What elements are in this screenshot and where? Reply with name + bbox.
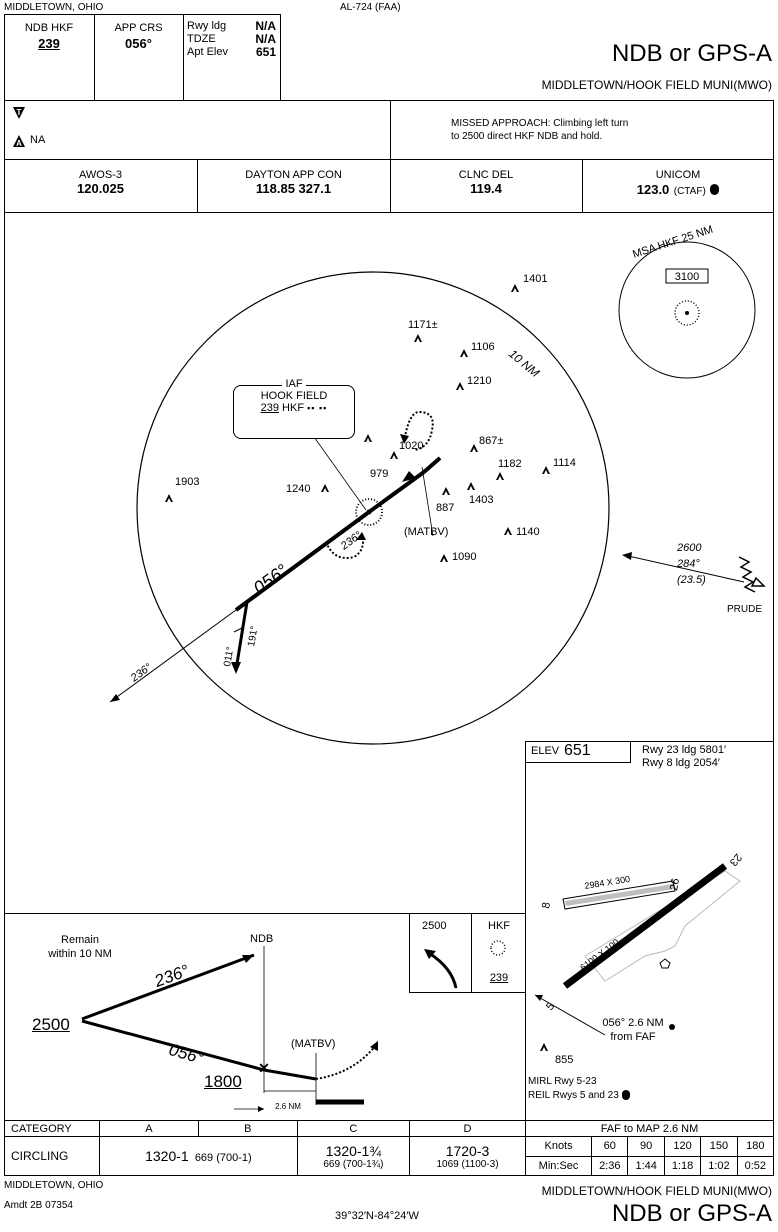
app-crs: 056°: [125, 36, 152, 51]
footer-city: MIDDLETOWN, OHIO: [4, 1180, 104, 1191]
footer-airport: MIDDLETOWN/HOOK FIELD MUNI(MWO): [541, 1184, 772, 1198]
chart-id: AL-724 (FAA): [340, 2, 401, 13]
comm-unicom: UNICOM 123.0 (CTAF): [582, 169, 774, 199]
profile-graphic: ✕: [81, 940, 506, 1112]
matbv-label: (MATBV): [404, 526, 448, 538]
airport-sketch: [525, 741, 774, 1121]
faf-altitude: 1800: [204, 1072, 242, 1091]
obstacle-label: 1090: [452, 551, 476, 563]
obstacle-label: 1403: [469, 494, 493, 506]
obstacle-labels: 1401 1171± 1106 1210 1020 867± 1182 1114…: [175, 273, 576, 563]
ndb-icon: [355, 498, 383, 526]
rwy23-label: 23: [727, 851, 744, 868]
svg-text:T: T: [17, 108, 22, 117]
obstacle-label: 979: [370, 468, 388, 480]
hold-box: [409, 913, 526, 993]
app-crs-label: APP CRS: [114, 22, 163, 34]
footer-coords: 39°32′N-84°24′W: [335, 1210, 419, 1222]
sketch-obstacle: 855: [555, 1054, 574, 1066]
hold-freq: 239: [489, 972, 509, 984]
nav-freq: 239: [38, 36, 60, 51]
proc-title: NDB or GPS-A: [611, 40, 772, 67]
elev-label: ELEV: [531, 745, 560, 757]
obstacle-label: 1240: [286, 483, 310, 495]
faf-cross-icon: ✕: [258, 1060, 270, 1076]
obstacle-label: 1020: [399, 440, 423, 452]
svg-text:A: A: [16, 139, 22, 148]
runway-5-23: [562, 863, 728, 989]
runway-lengths: Rwy 23 ldg 5801′Rwy 8 ldg 2054′: [642, 744, 727, 769]
obstacle-label: 1106: [471, 341, 495, 353]
pcl-icon: [621, 1090, 630, 1101]
hold-alt: 2500: [422, 920, 447, 932]
nav-label: NDB HKF: [24, 22, 74, 34]
msa-circle: [618, 241, 756, 379]
final-course-line: [234, 510, 371, 612]
obstacle-label: 1140: [516, 526, 540, 538]
msa-alt: 3100: [675, 271, 699, 283]
obstacle-label: 1903: [175, 476, 199, 488]
airport-diagram: 2984 X 300 6100 X 100 8 26 5 23: [534, 851, 744, 1051]
ring-label: 10 NM: [506, 347, 542, 380]
prude-dist: (23.5): [677, 574, 706, 586]
pt-out-course: 011°: [222, 646, 236, 668]
profile-ndb: NDB: [250, 933, 274, 945]
obstacle-icons: [165, 284, 550, 562]
obstacle-label: 1401: [523, 273, 547, 285]
obstacle-label: 1171±: [408, 319, 438, 331]
obstacle-label: 1114: [553, 457, 576, 469]
obstacle-label: 1210: [467, 375, 491, 387]
city-state: MIDDLETOWN, OHIO: [4, 2, 104, 13]
hold-fix: HKF: [488, 920, 510, 932]
footer-proc-title: NDB or GPS-A: [611, 1200, 772, 1227]
rwy8-label: 8: [540, 901, 553, 909]
rwy5-label: 5: [544, 1001, 557, 1013]
header-block: [4, 14, 281, 101]
airport-name: MIDDLETOWN/HOOK FIELD MUNI(MWO): [541, 78, 772, 92]
iaf-box: IAF HOOK FIELD 239 HKF ▪▪ ▪▪: [233, 378, 355, 439]
profile-matbv: (MATBV): [291, 1038, 336, 1050]
minimums-table: CATEGORY A B C D CIRCLING 1320-1 669 (70…: [4, 1120, 526, 1176]
alternate-minimums-icon: A: [12, 134, 26, 153]
rwy8-dims: 2984 X 300: [584, 874, 631, 891]
profile-distance: 2.6 NM: [275, 1102, 301, 1111]
ten-nm-ring: [136, 271, 610, 745]
obstacle-label: 867±: [479, 435, 503, 447]
obstacle-label: 1182: [498, 458, 522, 470]
plan-view-graphic: 1401 1171± 1106 1210 1020 867± 1182 1114…: [109, 224, 766, 745]
outbound-course-line: [109, 609, 237, 703]
msa-ndb-icon: [674, 300, 700, 326]
lighting-notes: MIRL Rwy 5-23 REIL Rwys 5 and 23: [528, 1075, 630, 1103]
rwy5-dims: 6100 X 100: [578, 937, 621, 973]
pt-in-course: 191°: [246, 625, 260, 647]
pcl-icon: [710, 184, 720, 196]
elev-value: 651: [564, 742, 591, 759]
pt-altitude: 2500: [32, 1015, 70, 1034]
footer-amdt: Amdt 2B 07354: [4, 1200, 73, 1211]
prude-alt: 2600: [676, 542, 702, 554]
notes-row: [4, 100, 774, 160]
rwy26-label: 26: [668, 877, 682, 891]
inbound-course: 056°: [250, 560, 292, 598]
obstacle-label: 887: [436, 502, 454, 514]
runway-8-26: [562, 880, 676, 910]
prude-name: PRUDE: [727, 604, 762, 615]
msa-label: MSA HKF 25 NM: [631, 224, 714, 261]
outbound-course: 236°: [128, 661, 155, 685]
obstacle-icon: [540, 1043, 548, 1051]
alt-min-na: NA: [30, 134, 46, 146]
nonstandard-takeoff-icon: T: [12, 106, 26, 125]
prude-crs: 284°: [676, 558, 700, 570]
